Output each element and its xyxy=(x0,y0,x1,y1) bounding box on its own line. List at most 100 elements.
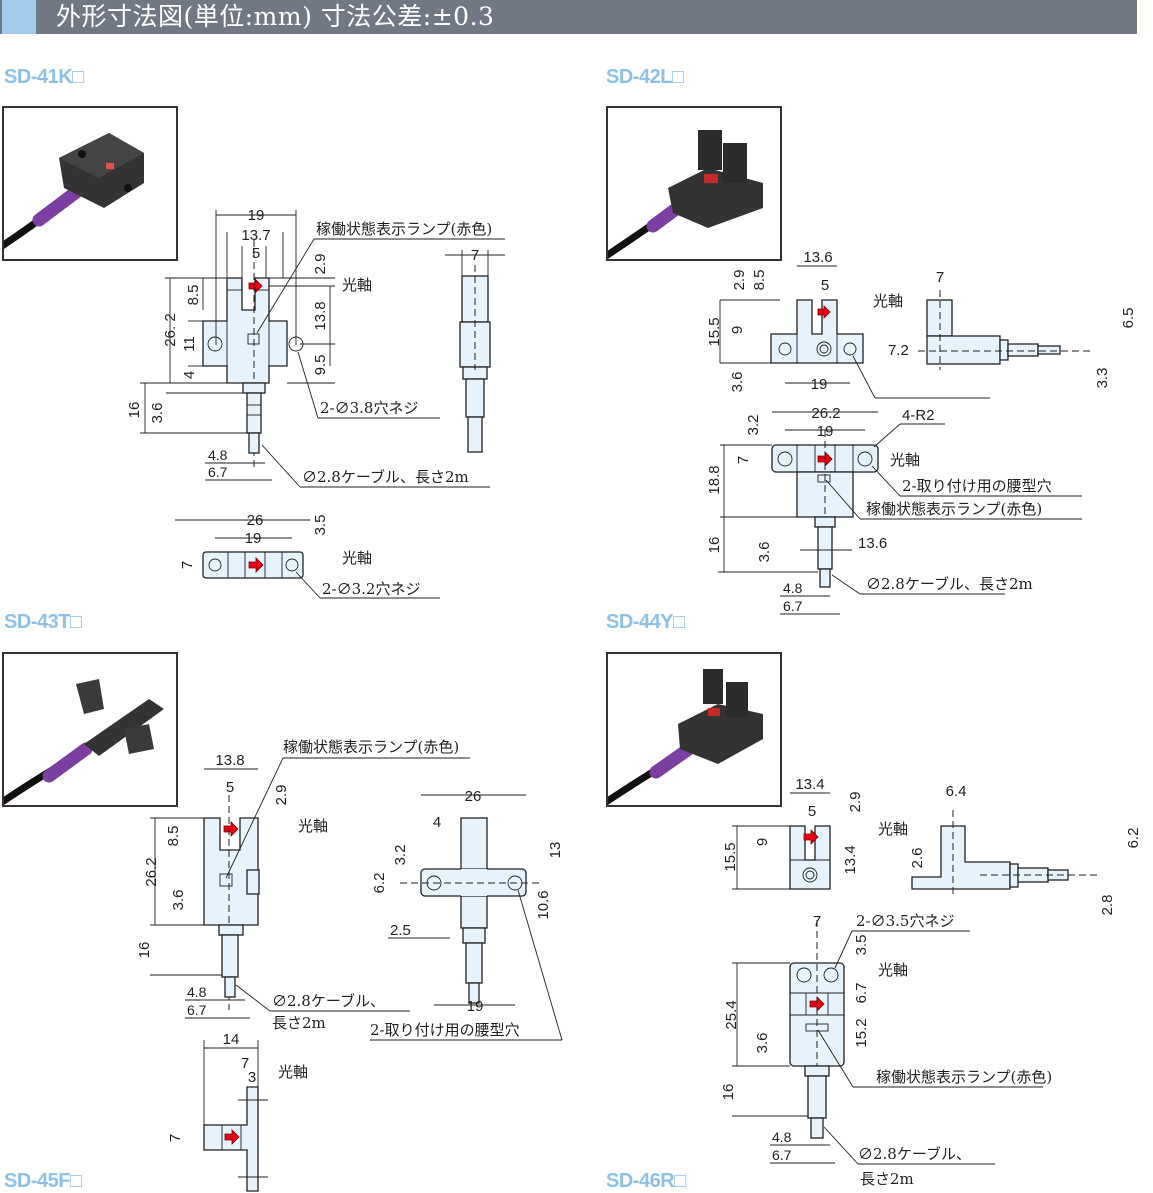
mount-hole-label: 2-取り付け用の腰型穴 xyxy=(370,1021,520,1039)
section-title: 外形寸法図(単位:mm) 寸法公差:±0.3 xyxy=(56,2,495,31)
product-photo-sd-41k xyxy=(2,106,178,261)
lamp-label: 稼働状態表示ランプ(赤色) xyxy=(866,500,1042,518)
model-label-sd-46r: SD-46R□ xyxy=(606,1170,686,1192)
dim-9-5: 9.5 xyxy=(312,355,329,376)
optical-axis-arrow-icon xyxy=(224,1129,240,1145)
optical-axis-arrow-icon xyxy=(248,557,264,573)
optical-axis-arrow-icon xyxy=(248,279,263,293)
lamp-label: 稼働状態表示ランプ(赤色) xyxy=(283,738,459,756)
dim-bottom-3-5: 3.5 xyxy=(312,515,329,536)
product-photo-sd-42l xyxy=(606,106,782,261)
optical-axis-label: 光軸 xyxy=(342,276,372,294)
bottom-screw-hole-label: 2-∅3.2穴ネジ xyxy=(322,580,420,598)
dim-4-8: 4.8 xyxy=(772,1129,792,1145)
screw-hole-label: 2-∅3.5穴ネジ xyxy=(856,912,954,930)
dim-13-4: 13.4 xyxy=(795,776,824,793)
dim-side-7: 7 xyxy=(936,269,944,286)
dim-16: 16 xyxy=(720,1084,737,1101)
drawing-sd-42l: 13.6 5 2.9 8.5 15.5 9 3.6 光軸 7.2 19 7 6.… xyxy=(706,249,1137,615)
dim-2-9: 2.9 xyxy=(273,785,290,806)
dim-9: 9 xyxy=(754,838,771,846)
lamp-label: 稼働状態表示ランプ(赤色) xyxy=(876,1068,1052,1086)
dim-bottom-26: 26 xyxy=(247,512,264,529)
sensor-photo-illustration xyxy=(4,133,144,249)
dim-8-5: 8.5 xyxy=(165,826,182,847)
dim-side-7: 7 xyxy=(471,247,479,264)
dim-bottom-19: 19 xyxy=(245,530,262,547)
dim-16: 16 xyxy=(706,537,723,554)
dim-3-6: 3.6 xyxy=(170,890,187,911)
dim-16: 16 xyxy=(136,942,153,959)
dim-7: 7 xyxy=(813,913,821,930)
mount-hole-label: 2-取り付け用の腰型穴 xyxy=(902,477,1052,495)
dim-13: 13 xyxy=(547,842,564,859)
dim-6-2: 6.2 xyxy=(1125,828,1142,849)
dim-13-8: 13.8 xyxy=(215,752,244,769)
sensor-photo-illustration xyxy=(608,669,763,805)
indicator-lamp xyxy=(219,873,233,887)
dim-top-13-6: 13.6 xyxy=(858,535,887,552)
dim-4: 4 xyxy=(181,371,198,379)
dim-2-9: 2.9 xyxy=(731,270,748,291)
sensor-photo-illustration xyxy=(4,679,164,805)
dim-3-3: 3.3 xyxy=(1094,368,1111,389)
dim-5: 5 xyxy=(808,803,816,820)
dim-15-5: 15.5 xyxy=(706,317,723,346)
dim-3-5: 3.5 xyxy=(853,935,870,956)
dim-25-4: 25.4 xyxy=(723,1000,740,1029)
dim-3-2: 3.2 xyxy=(392,845,409,866)
dim-2-5: 2.5 xyxy=(390,922,411,939)
dim-9: 9 xyxy=(729,326,746,334)
optical-axis-arrow-icon xyxy=(223,821,239,837)
dim-15-5: 15.5 xyxy=(722,842,739,871)
dim-4-8: 4.8 xyxy=(208,447,228,463)
model-label-sd-42l: SD-42L□ xyxy=(606,66,684,88)
dim-26-2: 26.2 xyxy=(811,405,840,422)
dim-6-7: 6.7 xyxy=(783,598,803,614)
drawing-sd-45f: 14 7 3 光軸 7 xyxy=(167,1031,308,1192)
model-label-sd-45f: SD-45F□ xyxy=(4,1170,82,1192)
dim-14: 14 xyxy=(223,1031,240,1048)
product-photo-sd-43t xyxy=(2,652,178,807)
mount-hole-left xyxy=(207,336,223,352)
dim-2-9: 2.9 xyxy=(847,792,864,813)
sensor-body-side xyxy=(911,825,1011,890)
dim-26-2: 26. 2 xyxy=(162,313,179,346)
dim-11: 11 xyxy=(181,336,198,352)
dim-top-3-6: 3.6 xyxy=(756,542,773,563)
section-header-bar: 外形寸法図(単位:mm) 寸法公差:±0.3 xyxy=(0,0,1137,34)
sensor-photo-illustration xyxy=(608,130,763,259)
dim-5: 5 xyxy=(252,245,260,262)
dim-radius: 4-R2 xyxy=(902,407,935,424)
dim-16: 16 xyxy=(126,402,143,419)
optical-axis-label: 光軸 xyxy=(342,549,372,567)
dim-26-2: 26.2 xyxy=(143,857,160,886)
dim-side-26: 26 xyxy=(465,788,482,805)
dim-5: 5 xyxy=(821,277,829,294)
dim-13-4-v: 13.4 xyxy=(842,845,859,874)
dim-8-5: 8.5 xyxy=(751,270,768,291)
dim-top-7: 7 xyxy=(735,456,752,464)
dim-10-6: 10.6 xyxy=(535,890,552,919)
drawing-sd-44y: 13.4 5 2.9 光軸 15.5 9 13.4 6.4 2.6 6.2 2.… xyxy=(722,776,1142,916)
dim-h-7: 7 xyxy=(167,1134,184,1142)
optical-axis-arrow-icon xyxy=(817,305,831,319)
dim-top-19: 19 xyxy=(817,423,834,440)
dim-bottom-7: 7 xyxy=(179,561,196,569)
dim-15-2: 15.2 xyxy=(853,1018,870,1047)
dim-3-6: 3.6 xyxy=(729,372,746,393)
product-photo-sd-44y xyxy=(606,652,782,807)
dim-5: 5 xyxy=(226,779,234,796)
drawing-sd-43t: 13.8 5 2.9 光軸 26.2 8.5 3.6 16 4.8 6.7 稼働… xyxy=(136,738,564,1041)
dim-side-19: 19 xyxy=(467,998,484,1015)
dim-6-7: 6.7 xyxy=(187,1002,207,1018)
model-label-sd-41k: SD-41K□ xyxy=(4,66,84,88)
dim-2-6: 2.6 xyxy=(909,848,926,869)
dim-13-7: 13.7 xyxy=(241,227,270,244)
dim-2-8: 2.8 xyxy=(1099,895,1116,916)
optical-axis-arrow-icon xyxy=(803,829,819,845)
dim-2-9: 2.9 xyxy=(312,254,329,275)
dim-19: 19 xyxy=(811,376,828,393)
dim-18-8: 18.8 xyxy=(706,465,723,494)
